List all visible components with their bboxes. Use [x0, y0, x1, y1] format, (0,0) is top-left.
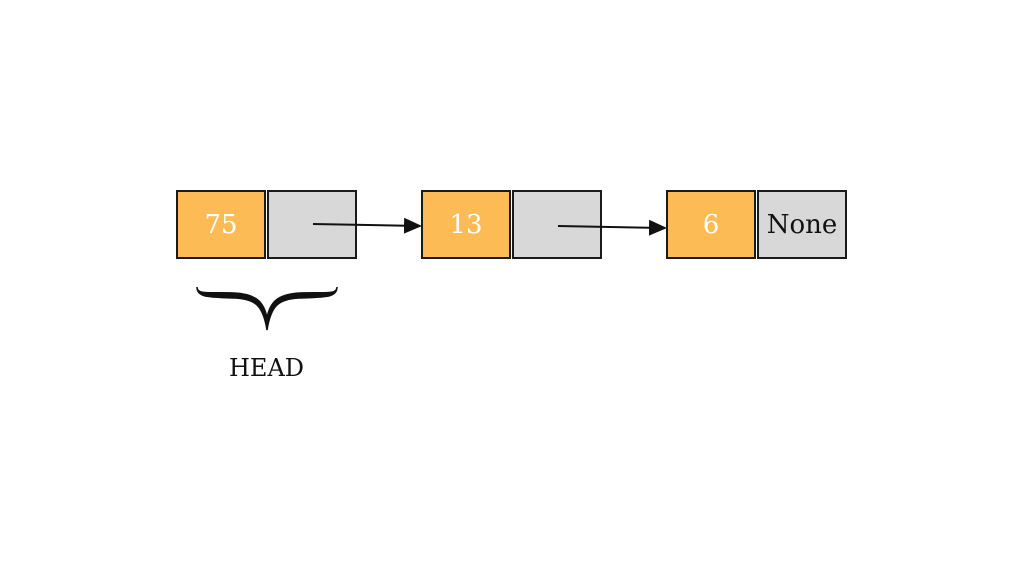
node-3-pointer: None [757, 190, 847, 259]
node-2-pointer [512, 190, 602, 259]
node-3-data: 6 [666, 190, 756, 259]
node-3-next: None [766, 209, 838, 240]
arrow-1-to-2 [312, 217, 422, 234]
head-label: HEAD [229, 354, 305, 382]
node-1-value: 75 [204, 209, 238, 240]
node-2-data: 13 [421, 190, 511, 259]
head-brace-icon [196, 286, 338, 331]
node-2-value: 13 [449, 209, 483, 240]
node-3-value: 6 [702, 209, 720, 240]
node-1-data: 75 [176, 190, 266, 259]
arrow-2-to-3 [557, 219, 667, 236]
